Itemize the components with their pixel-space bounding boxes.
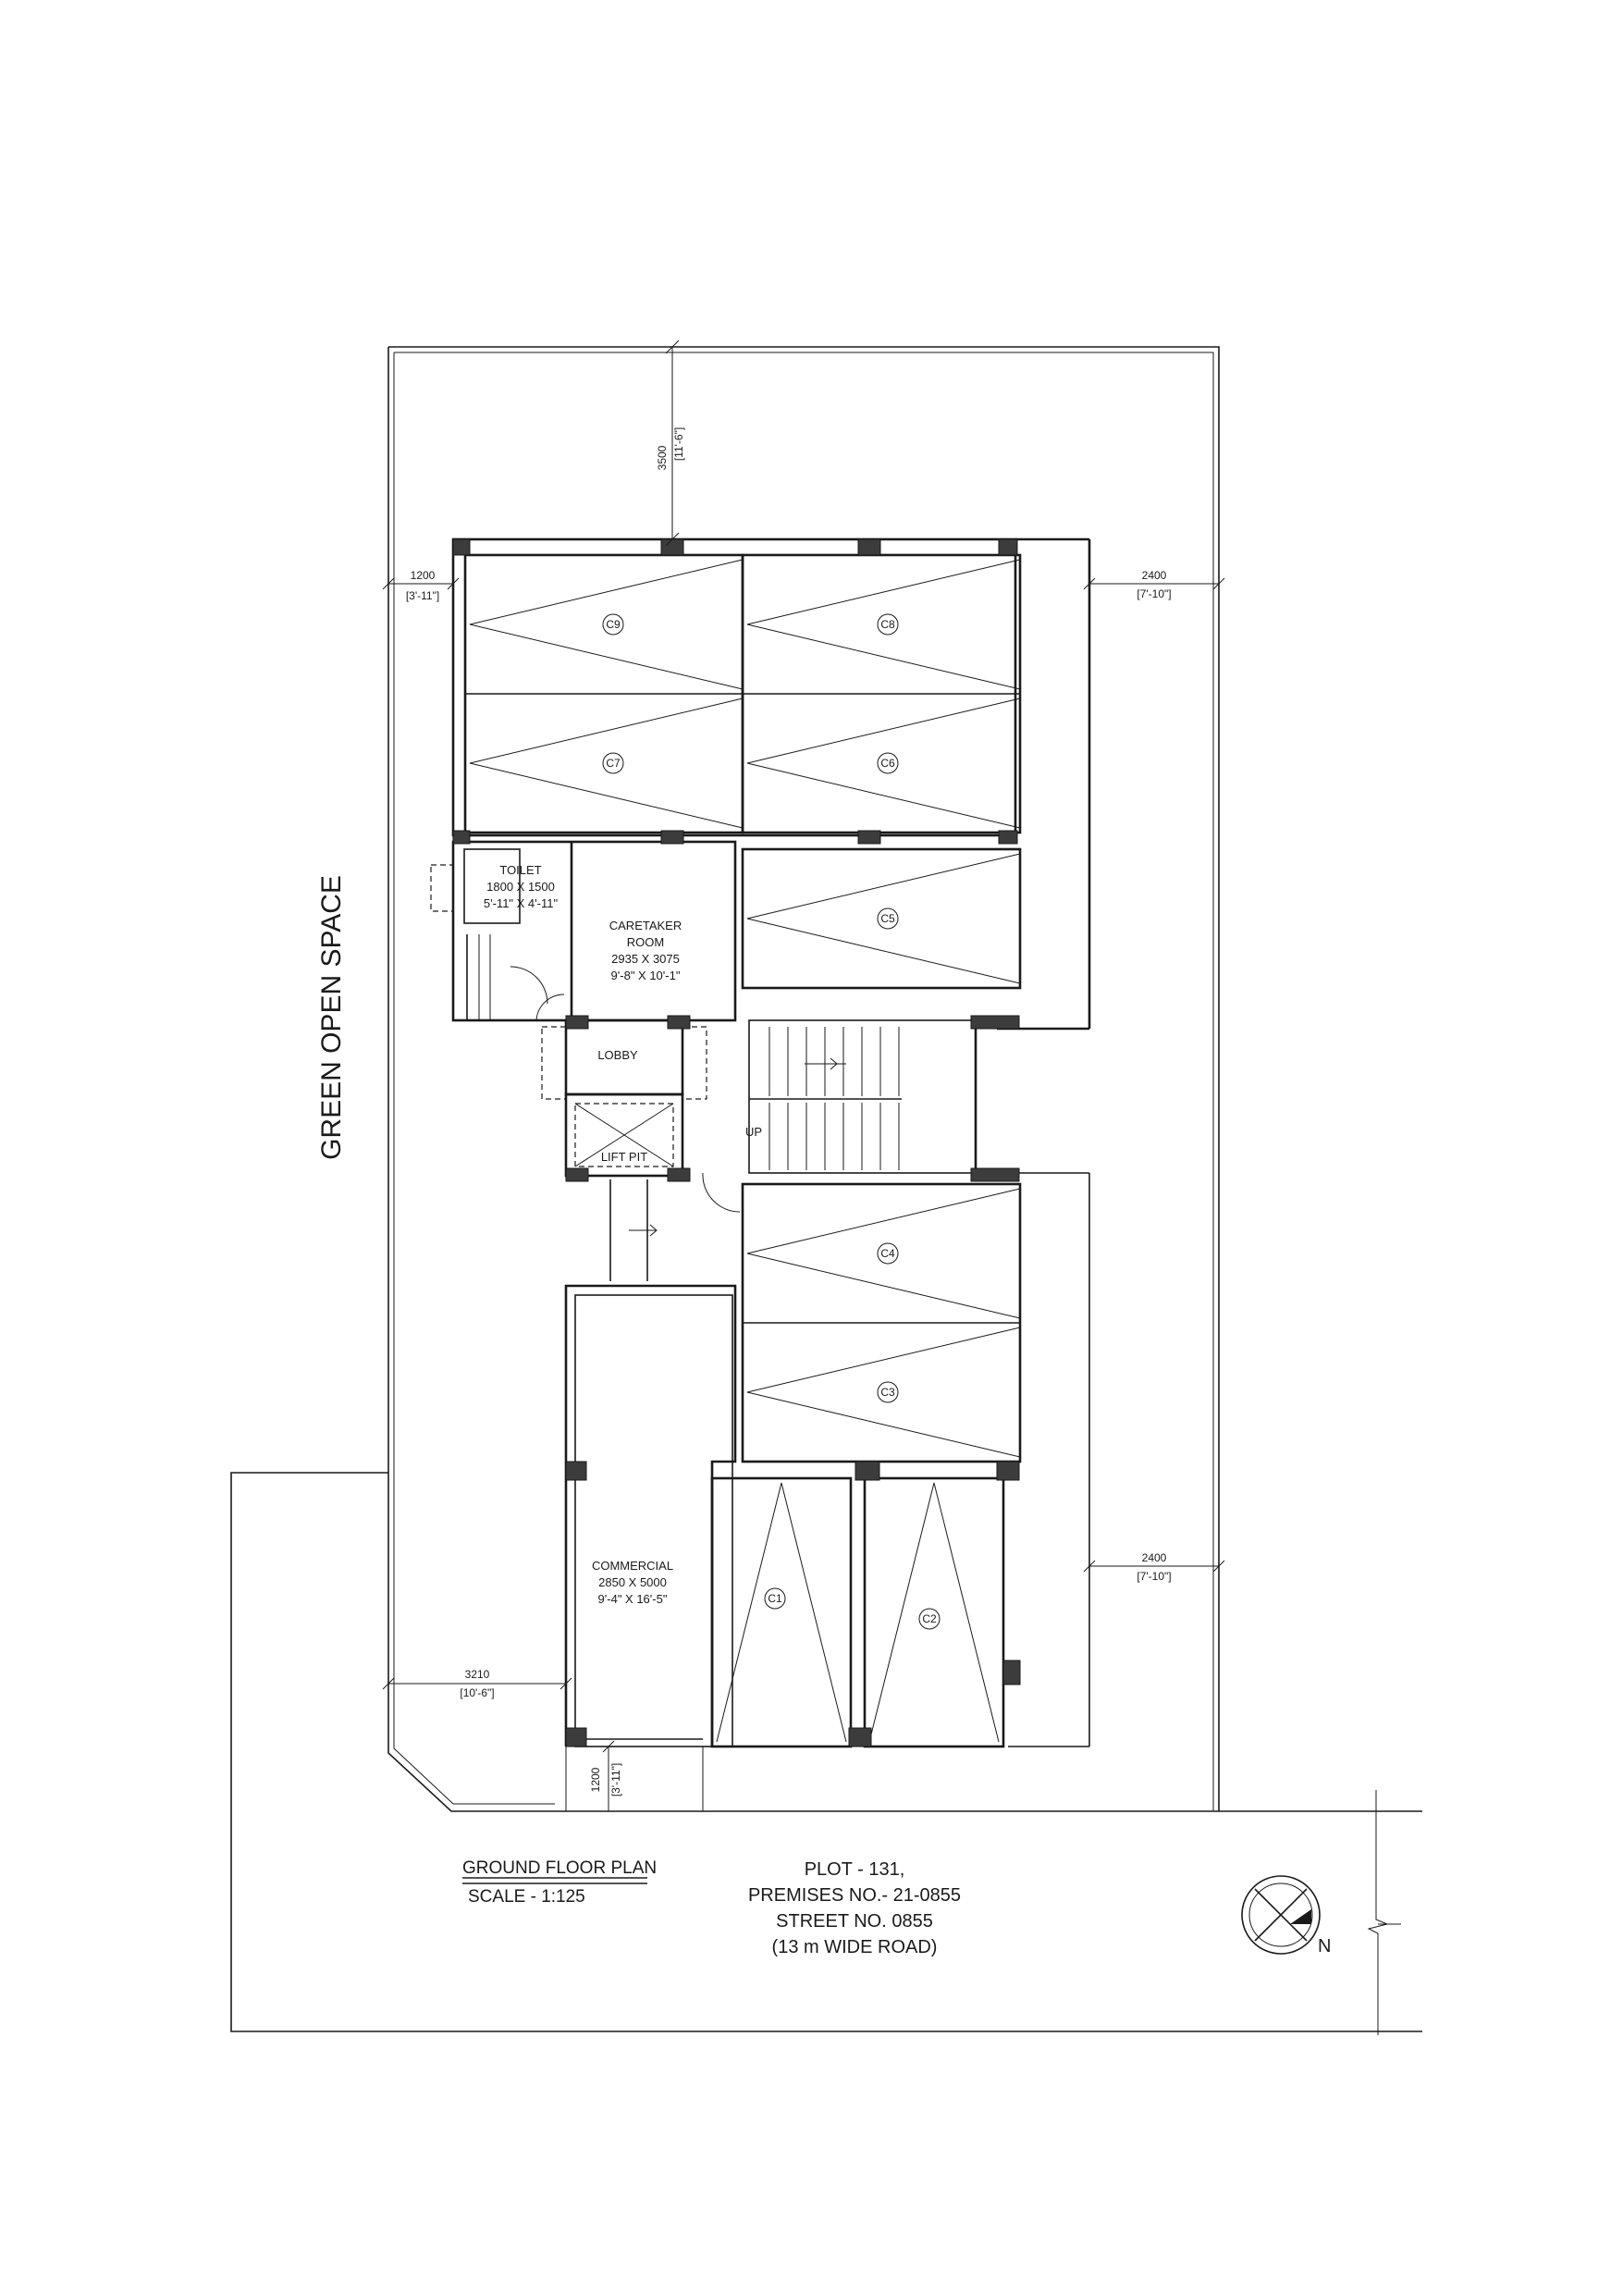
plot-line-2: PREMISES NO.- 21-0855 — [748, 1885, 961, 1906]
caretaker-name-1: CARETAKER — [609, 919, 682, 932]
bay-c3: C3 — [880, 1386, 895, 1399]
side-label: GREEN OPEN SPACE — [316, 875, 347, 1160]
caretaker-name-2: ROOM — [627, 935, 664, 949]
plot-line-1: PLOT - 131, — [805, 1859, 905, 1880]
plan-scale: SCALE - 1:125 — [468, 1887, 585, 1907]
dim-front-ft: [3'-11"] — [609, 1763, 622, 1796]
dim-right-bottom-mm: 2400 — [1142, 1551, 1167, 1564]
bay-c7: C7 — [606, 757, 621, 770]
columns — [452, 538, 1021, 1747]
commercial-name: COMMERCIAL — [592, 1559, 673, 1573]
bay-c4: C4 — [880, 1247, 895, 1260]
north-arrow-icon — [1241, 1875, 1321, 1955]
caretaker-size-mm: 2935 X 3075 — [611, 952, 680, 966]
car-bay-tags: C9 C8 C7 C6 C5 C4 C3 C1 C2 — [602, 613, 941, 1630]
car-bay-markings — [469, 559, 1021, 1743]
toilet-name: TOILET — [499, 863, 541, 877]
dim-right-top-mm: 2400 — [1142, 569, 1167, 582]
bay-c9: C9 — [606, 618, 621, 631]
dim-left-top-ft: [3'-11"] — [406, 589, 439, 602]
bay-c1: C1 — [768, 1592, 782, 1605]
bay-c2: C2 — [922, 1612, 937, 1625]
commercial-size-mm: 2850 X 5000 — [598, 1575, 667, 1589]
dim-right-bottom-ft: [7'-10"] — [1137, 1570, 1171, 1583]
bay-c6: C6 — [880, 757, 895, 770]
plot-line-3: STREET NO. 0855 — [776, 1911, 933, 1932]
bay-c5: C5 — [880, 912, 895, 925]
dimension-lines — [382, 339, 1225, 1811]
building-outline — [451, 537, 1091, 1811]
commercial-size-ft: 9'-4" X 16'-5" — [598, 1592, 668, 1606]
dim-top-ft: [11'-6"] — [672, 427, 685, 461]
toilet-size-ft: 5'-11" X 4'-11" — [484, 896, 559, 910]
lift-name: LIFT PIT — [601, 1150, 647, 1164]
stair-treads — [768, 1027, 900, 1170]
north-label: N — [1318, 1936, 1331, 1957]
dim-left-top-mm: 1200 — [411, 569, 436, 582]
dim-top-mm: 3500 — [656, 445, 669, 470]
plot-line-4: (13 m WIDE ROAD) — [772, 1937, 938, 1957]
dim-left-bottom-mm: 3210 — [465, 1668, 490, 1681]
dim-front-mm: 1200 — [589, 1767, 602, 1792]
service-core — [430, 840, 977, 1281]
dim-left-bottom-ft: [10'-6"] — [460, 1686, 494, 1699]
stair-up-label: UP — [745, 1125, 762, 1139]
toilet-size-mm: 1800 X 1500 — [486, 880, 555, 894]
dim-right-top-ft: [7'-10"] — [1137, 587, 1171, 600]
bay-c8: C8 — [880, 618, 895, 631]
road-break-line — [1367, 1790, 1401, 2035]
caretaker-size-ft: 9'-8" X 10'-1" — [611, 969, 681, 982]
lobby-name: LOBBY — [597, 1048, 638, 1062]
plan-title: GROUND FLOOR PLAN — [462, 1858, 657, 1878]
